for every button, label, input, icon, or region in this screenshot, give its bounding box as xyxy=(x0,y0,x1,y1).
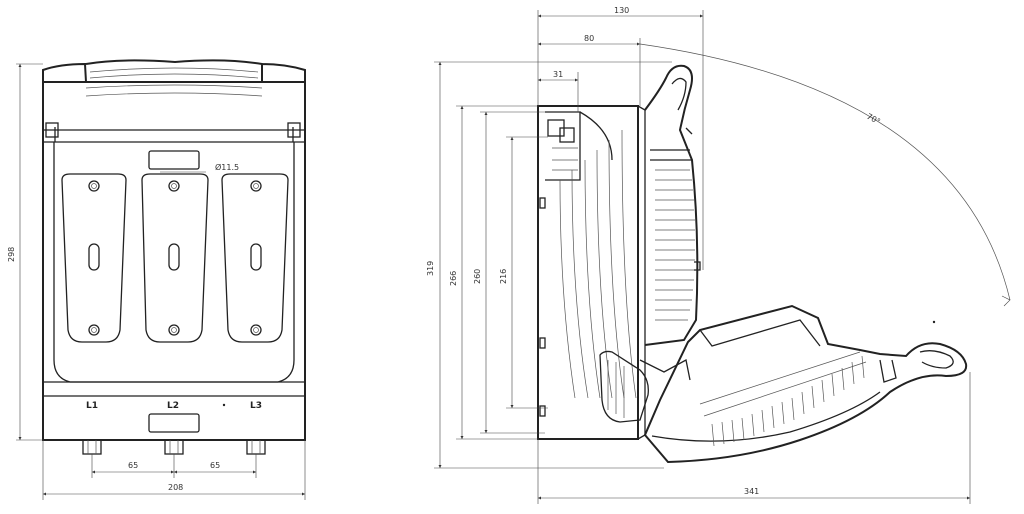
front-right-clip xyxy=(287,122,301,138)
side-handle-open xyxy=(643,304,968,464)
fuse-link-3 xyxy=(221,173,289,343)
dim-31-label: 31 xyxy=(553,70,563,79)
dim-266-extensions xyxy=(456,105,538,440)
side-body-outline xyxy=(537,105,639,440)
front-upper-shoulder xyxy=(43,127,305,143)
phase-label-l1: L1 xyxy=(86,401,98,411)
terminal-1 xyxy=(82,439,102,455)
dim-65-left-label: 65 xyxy=(128,461,138,470)
dim-208-label: 208 xyxy=(168,483,183,492)
dim-341-label: 341 xyxy=(744,487,759,496)
dim-298-label: 298 xyxy=(7,247,16,262)
side-contact-mechanism xyxy=(545,111,613,181)
front-body-outline xyxy=(42,81,306,441)
front-inner-panel xyxy=(53,142,295,383)
dim-130-extensions xyxy=(537,10,704,270)
dim-216-label: 216 xyxy=(499,269,508,284)
swing-angle-label: 70° xyxy=(865,112,882,127)
side-handle-closed xyxy=(644,64,701,346)
side-view: 70° 130 80 31 319 266 260 216 341 xyxy=(426,6,1011,504)
front-view: Ø11.5 L1 L2 L3 298 65 65 xyxy=(7,59,306,500)
hole-diameter-label: Ø11.5 xyxy=(215,162,239,172)
side-hinge xyxy=(599,350,691,423)
dim-341-extensions xyxy=(537,372,971,504)
swing-arc xyxy=(639,43,1011,301)
front-left-clip xyxy=(45,122,59,138)
dim-65-right-label: 65 xyxy=(210,461,220,470)
terminal-2 xyxy=(164,439,184,455)
front-top-handle xyxy=(42,59,306,83)
side-curved-ribs xyxy=(559,129,637,399)
terminal-3 xyxy=(246,439,266,455)
front-label-window xyxy=(148,150,200,170)
swing-center-dot xyxy=(932,320,936,324)
front-handle-ridges xyxy=(85,67,263,97)
dim-80-label: 80 xyxy=(584,34,594,43)
side-body-front-edge xyxy=(637,105,646,440)
front-bottom-window xyxy=(148,413,200,433)
phase-label-l3: L3 xyxy=(250,401,262,411)
dim-266-label: 266 xyxy=(449,271,458,286)
dim-208-extensions xyxy=(42,440,306,500)
dim-319-extensions xyxy=(434,61,672,469)
swing-arc-end-marker xyxy=(1001,295,1011,307)
phase-dot xyxy=(222,403,226,407)
dim-130-label: 130 xyxy=(614,6,629,15)
fuse-link-2 xyxy=(141,173,209,343)
dim-260-extensions xyxy=(480,111,545,434)
dim-65-extensions xyxy=(91,454,257,478)
front-lower-rim xyxy=(43,381,305,397)
dim-319-label: 319 xyxy=(426,261,435,276)
side-mounting-slots xyxy=(539,197,546,417)
side-open-handle-slots xyxy=(699,351,867,447)
fuse-link-1 xyxy=(61,173,127,343)
phase-label-l2: L2 xyxy=(167,401,179,411)
dim-260-label: 260 xyxy=(473,269,482,284)
